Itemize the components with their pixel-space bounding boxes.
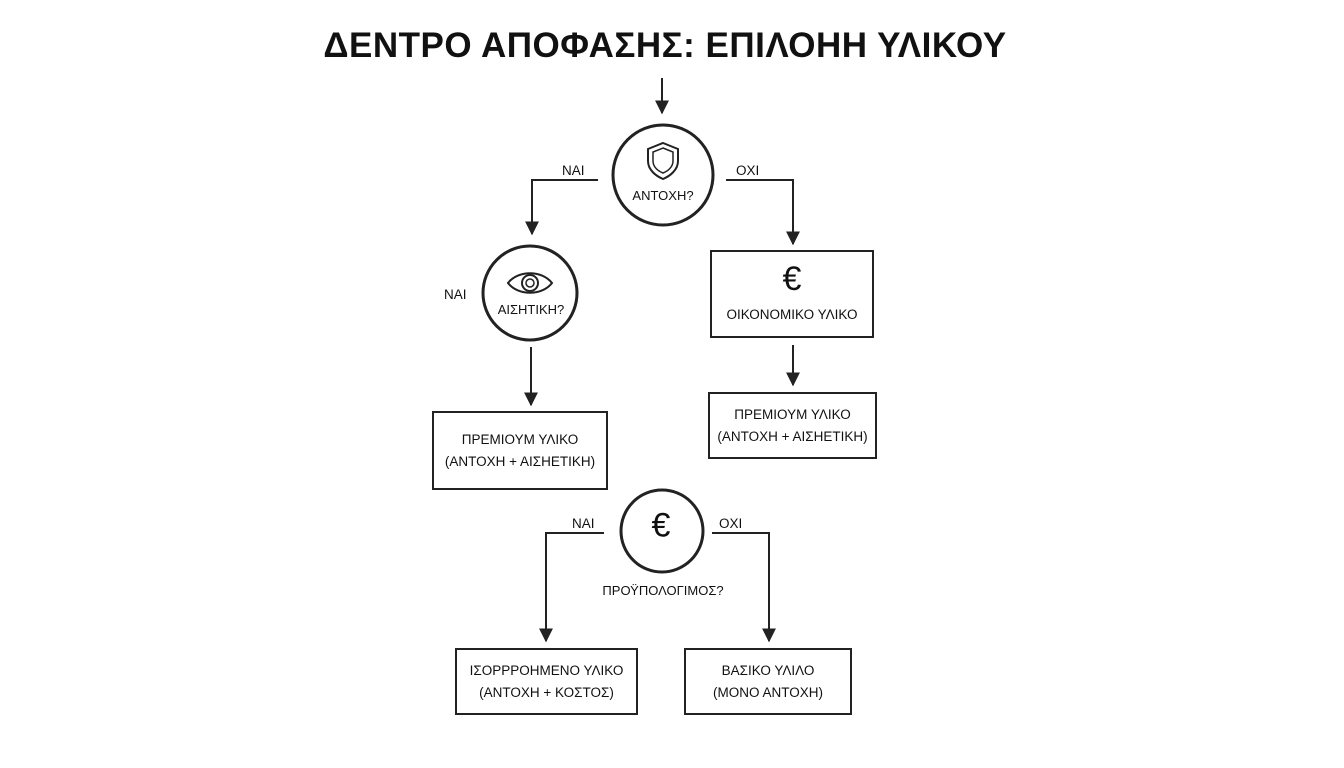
euro-icon: €: [651, 506, 671, 545]
budget-yes-connector: [539, 532, 604, 643]
diagram-title: ΔΕΝΤΡΟ ΑΠΟΦΑΣΗΣ: ΕΠΙΛΟΗΗ ΥΛΙΚΟΥ: [323, 26, 1007, 65]
strength-no-connector: [726, 179, 800, 246]
decision-strength-node: [611, 123, 715, 227]
outcome-basic-line1: ΒΑΣΙΚΟ ΥΛΙΛΟ: [721, 662, 815, 678]
eye-icon: [506, 272, 554, 294]
aesthetic-yes-label: ΝΑΙ: [444, 287, 467, 302]
budget-no-label: ΟΧΙ: [719, 516, 743, 531]
strength-no-label: ΟΧΙ: [736, 163, 760, 178]
outcome-premium-right-line2: (ΑΝΤΟΧΗ + ΑΙΣΗΕΤΙΚΗ): [717, 428, 868, 444]
euro-icon: €: [782, 260, 802, 298]
outcome-basic-box: ΒΑΣΙΚΟ ΥΛΙΛΟ (ΜΟΝΟ ΑΝΤΟΧΗ): [684, 648, 852, 715]
budget-yes-label: ΝΑΙ: [572, 516, 595, 531]
outcome-premium-right-line1: ΠΡΕΜΙΟΥΜ ΥΛΙΚΟ: [734, 406, 851, 422]
outcome-basic-line2: (ΜΟΝΟ ΑΝΤΟΧΗ): [712, 684, 823, 700]
strength-yes-label: ΝΑΙ: [562, 163, 585, 178]
outcome-economic-box: € ΟΙΚΟΝΟΜΙΚΟ ΥΛΙΚΟ: [710, 250, 874, 338]
decision-strength-label: ΑΝΤΟΧΗ?: [632, 188, 694, 203]
decision-budget-node: [619, 488, 705, 574]
outcome-balanced-box: ΙΣΟΡΡΡΟΗΜΕΝΟ ΥΛΙΚΟ (ΑΝΤΟΧΗ + ΚΟΣΤΟΣ): [455, 648, 638, 715]
decision-aesthetic-label: ΑΙΣΗΤΙΚΗ?: [497, 302, 565, 317]
outcome-premium-left-line2: (ΑΝΤΟΧΗ + ΑΙΣΗΕΤΙΚΗ): [444, 453, 596, 469]
outcome-premium-left-box: ΠΡΕΜΙΟΥΜ ΥΛΙΚΟ (ΑΝΤΟΧΗ + ΑΙΣΗΕΤΙΚΗ): [432, 411, 608, 490]
shield-icon: [647, 141, 679, 181]
outcome-economic-line1: ΟΙΚΟΝΟΜΙΚΟ ΥΛΙΚΟ: [726, 307, 858, 322]
outcome-premium-left-line1: ΠΡΕΜΙΟΥΜ ΥΛΙΚΟ: [461, 431, 579, 447]
decision-budget-label: ΠΡΟΫΠΟΛΟΓΙΜΟΣ?: [602, 583, 724, 598]
outcome-balanced-line1: ΙΣΟΡΡΡΟΗΜΕΝΟ ΥΛΙΚΟ: [469, 662, 624, 678]
strength-yes-connector: [525, 179, 598, 236]
outcome-premium-right-box: ΠΡΕΜΙΟΥΜ ΥΛΙΚΟ (ΑΝΤΟΧΗ + ΑΙΣΗΕΤΙΚΗ): [708, 392, 877, 459]
outcome-balanced-line2: (ΑΝΤΟΧΗ + ΚΟΣΤΟΣ): [479, 684, 614, 700]
budget-no-connector: [712, 532, 776, 643]
